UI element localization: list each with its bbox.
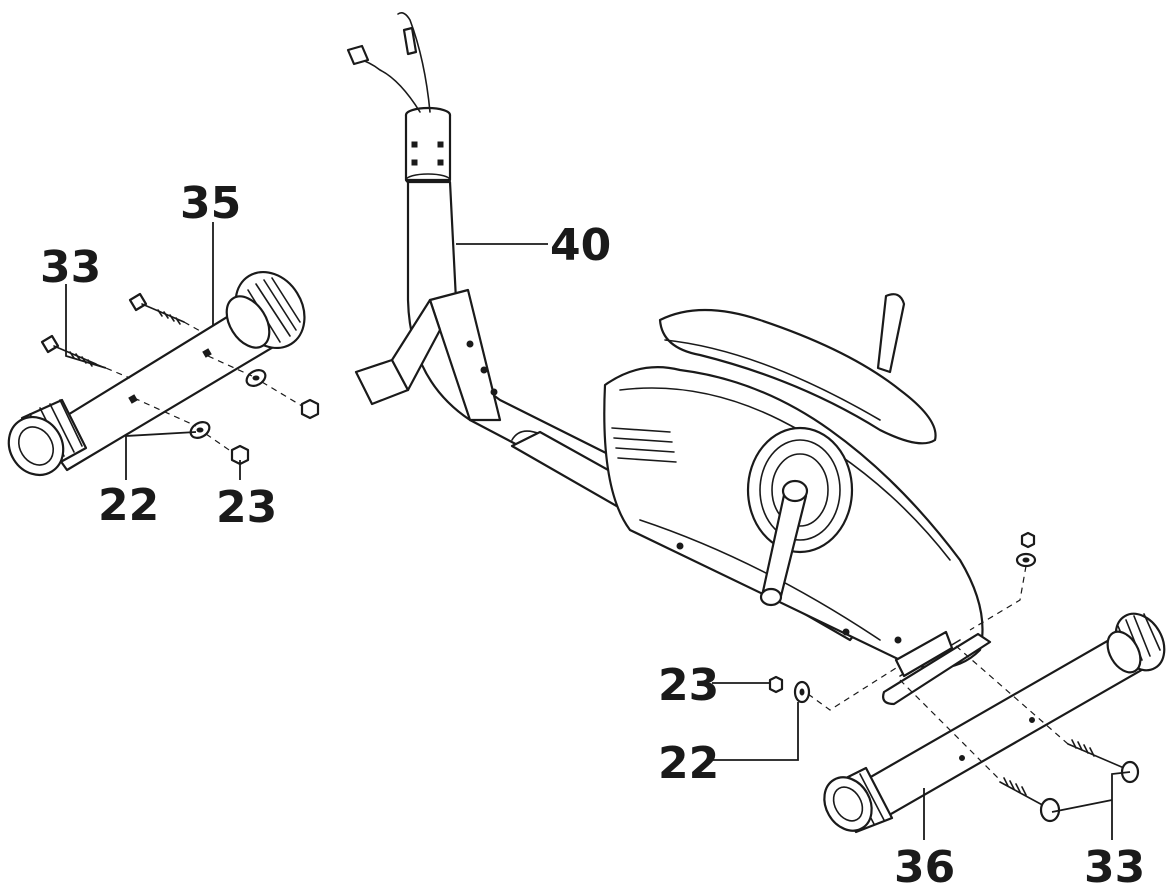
rear-stabilizer-left-cap: [823, 766, 894, 834]
front-stabilizer-35: [7, 270, 306, 477]
nut-left-upper: [300, 398, 320, 420]
label-part-22-right: 22: [658, 738, 719, 789]
leader-lines: [65, 222, 1131, 840]
label-part-22-left: 22: [98, 480, 159, 531]
nut-right-upper: [1020, 531, 1036, 549]
carriage-bolt-right-lower: [999, 777, 1061, 823]
flywheel-housing: [603, 293, 984, 670]
label-part-35: 35: [180, 178, 241, 229]
nut-right-23: [768, 675, 784, 694]
rear-stabilizer-right-cap: [1106, 612, 1166, 674]
label-part-40: 40: [550, 220, 611, 271]
label-part-33-left: 33: [40, 242, 101, 293]
rear-mount-bracket: [882, 630, 992, 706]
rear-stabilizer-36: [823, 612, 1166, 834]
washer-right-upper: [1015, 552, 1037, 568]
label-part-23-left: 23: [216, 482, 277, 533]
label-part-33-right: 33: [1084, 842, 1145, 890]
label-part-23-right: 23: [658, 660, 719, 711]
carriage-bolt-upper-left: [128, 292, 185, 325]
front-stabilizer-left-cap: [7, 398, 88, 477]
front-stabilizer-right-cap: [225, 270, 306, 350]
label-part-36: 36: [894, 842, 955, 890]
washer-right-22: [793, 680, 811, 704]
washer-left-upper: [245, 369, 267, 387]
carriage-bolt-right-upper: [1067, 739, 1140, 784]
washer-left-22: [189, 421, 211, 439]
nut-left-23: [230, 444, 250, 466]
carriage-bolt-lower-left: [40, 334, 97, 367]
